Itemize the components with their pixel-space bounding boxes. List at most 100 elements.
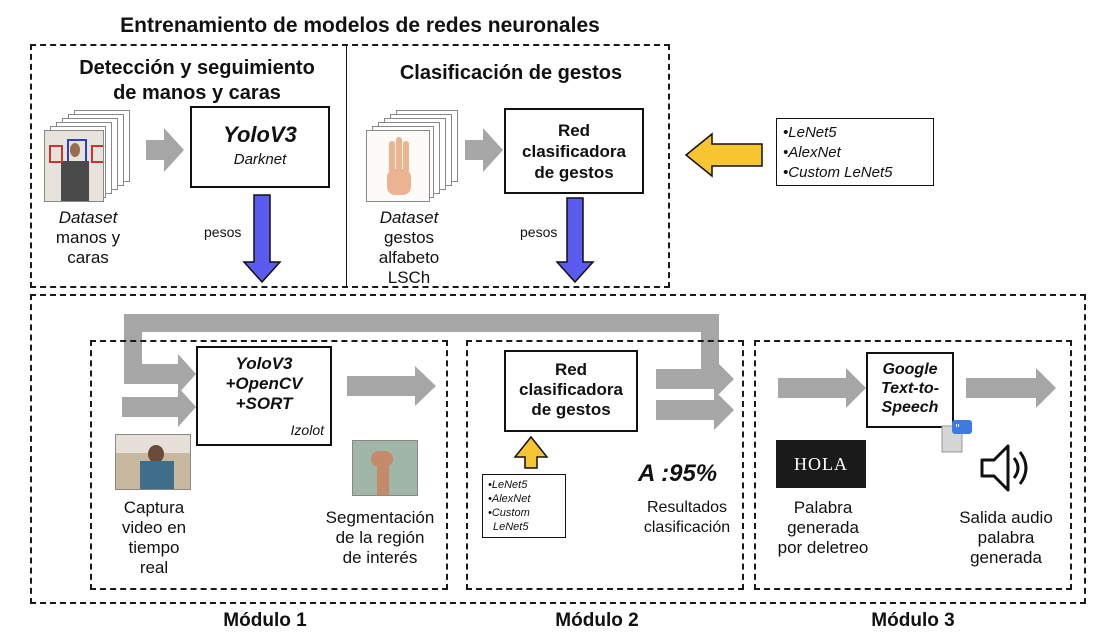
word-line3: por deletreo — [777, 538, 869, 557]
module1-label: Módulo 1 — [223, 610, 307, 631]
faces-dataset-line2: manos y — [55, 228, 121, 247]
capture-label: Captura video en tiempo real — [104, 498, 204, 578]
results-line1: Resultados — [646, 499, 728, 516]
faces-dataset-stack — [42, 110, 132, 202]
yellow-arrow-up-m2 — [513, 435, 549, 469]
gesture-classifier-box-training: Red clasificadora de gestos — [504, 108, 644, 194]
gestures-dataset-line3: alfabeto — [378, 248, 440, 267]
audio-line3: generada — [970, 548, 1042, 567]
hola-image: HOLA — [776, 440, 866, 488]
segmentation-label: Segmentación de la región de interés — [316, 508, 444, 568]
yolo-weights-label: pesos — [204, 224, 242, 240]
blue-arrow-classifier-weights — [555, 197, 595, 284]
model-list-item: •AlexNet — [783, 144, 841, 161]
audio-line2: palabra — [977, 528, 1035, 547]
m1-box-line1: YoloV3 — [235, 354, 293, 373]
results-label: Resultados clasificación — [630, 498, 744, 538]
model-list-item: •Custom LeNet5 — [783, 164, 893, 181]
tts-line1: Google — [882, 361, 938, 378]
gray-arrow-to-tts — [778, 368, 866, 408]
model-list-box: •LeNet5 •AlexNet •Custom LeNet5 — [776, 118, 934, 186]
training-divider — [346, 46, 347, 286]
word-line1: Palabra — [793, 498, 853, 517]
gestures-dataset-line4: LSCh — [387, 268, 431, 287]
module3-frame — [754, 340, 1072, 590]
pipeline-frame — [30, 294, 1086, 604]
yolo-darknet-box: YoloV3 Darknet — [190, 106, 330, 188]
results-line2: clasificación — [643, 519, 731, 536]
faces-dataset-word: Dataset — [58, 208, 118, 227]
accuracy-value: A :95% — [638, 460, 718, 487]
module1-frame — [90, 340, 448, 590]
seg-line3: de interés — [342, 548, 418, 567]
m2-model-item: •LeNet5 — [488, 479, 528, 491]
faces-dataset-line3: caras — [67, 248, 109, 267]
m2-classifier-line2: clasificadora — [519, 380, 623, 399]
capture-photo — [115, 434, 191, 490]
capture-line3: tiempo — [128, 538, 180, 557]
gray-arrow-capture-to-yolo — [122, 387, 196, 427]
tts-line3: Speech — [881, 399, 939, 416]
yellow-arrow-models-to-classifier — [684, 132, 763, 178]
module2-label: Módulo 2 — [555, 610, 639, 631]
m2-model-item: •AlexNet — [488, 493, 531, 505]
segmentation-photo — [352, 440, 418, 496]
detection-title-line2: de manos y caras — [113, 82, 281, 104]
training-frame — [30, 44, 670, 288]
speaker-icon — [976, 440, 1036, 496]
m1-box-line3: +SORT — [235, 394, 293, 413]
gestures-dataset-line2: gestos — [383, 228, 435, 247]
module2-frame — [466, 340, 744, 590]
yolo-framework: Darknet — [233, 151, 287, 168]
detection-title-line1: Detección y seguimiento — [79, 57, 315, 79]
gray-arrow-gestures-to-classifier — [465, 128, 503, 172]
model-list-item: •LeNet5 — [783, 124, 837, 141]
m2-model-item: •Custom — [488, 507, 530, 519]
page-title: Entrenamiento de modelos de redes neuron… — [120, 14, 600, 37]
m2-classifier-line3: de gestos — [531, 400, 611, 419]
seg-line1: Segmentación — [325, 508, 435, 527]
audio-label: Salida audio palabra generada — [946, 508, 1066, 568]
m1-box-line2: +OpenCV — [225, 374, 303, 393]
yolo-model-name: YoloV3 — [223, 122, 297, 147]
m2-model-list-box: •LeNet5 •AlexNet •Custom LeNet5 — [482, 474, 566, 538]
person-photo — [44, 130, 104, 202]
classifier-line2: clasificadora — [522, 142, 626, 161]
m2-classifier-line1: Red — [554, 360, 588, 379]
audio-line1: Salida audio — [959, 508, 1053, 527]
detection-title: Detección y seguimiento de manos y caras — [52, 56, 342, 106]
word-label: Palabra generada por deletreo — [764, 498, 882, 558]
classifier-weights-label: pesos — [520, 224, 558, 240]
m2-model-item: LeNet5 — [493, 521, 529, 533]
gestures-dataset-stack — [362, 110, 462, 208]
seg-line2: de la región — [335, 528, 425, 547]
classifier-line3: de gestos — [534, 163, 614, 182]
word-line2: generada — [787, 518, 859, 537]
gray-loop-arrowhead — [124, 354, 196, 394]
gray-feedback-loop — [124, 314, 719, 372]
gray-arrow-yolo-to-seg — [347, 366, 436, 406]
google-tts-box: Google Text-to- Speech — [866, 352, 954, 428]
hand-photo — [366, 130, 430, 202]
gesture-classifier-box-m2: Red clasificadora de gestos — [504, 350, 638, 432]
capture-line1: Captura — [123, 498, 185, 517]
tts-line2: Text-to- — [880, 380, 940, 397]
gestures-dataset-word: Dataset — [379, 208, 439, 227]
gray-arrow-loop-out — [656, 359, 734, 399]
gray-arrow-dataset-to-yolo — [146, 128, 184, 172]
gesture-classification-title: Clasificación de gestos — [399, 62, 623, 84]
gray-arrow-m2-to-m3 — [656, 390, 734, 430]
capture-line4: real — [139, 558, 169, 577]
module3-label: Módulo 3 — [871, 610, 955, 631]
m1-box-sub: Izolot — [290, 422, 324, 438]
gray-arrow-tts-out — [966, 368, 1056, 408]
classifier-line1: Red — [557, 121, 591, 140]
gestures-dataset-label: Dataset gestos alfabeto LSCh — [366, 208, 452, 288]
blue-arrow-yolo-weights — [242, 194, 282, 284]
yolo-opencv-sort-box: YoloV3 +OpenCV +SORT Izolot — [196, 346, 332, 446]
svg-text:": " — [955, 422, 960, 435]
capture-line2: video en — [121, 518, 187, 537]
faces-dataset-label: Dataset manos y caras — [40, 208, 136, 268]
google-tts-icon: " — [940, 420, 972, 454]
